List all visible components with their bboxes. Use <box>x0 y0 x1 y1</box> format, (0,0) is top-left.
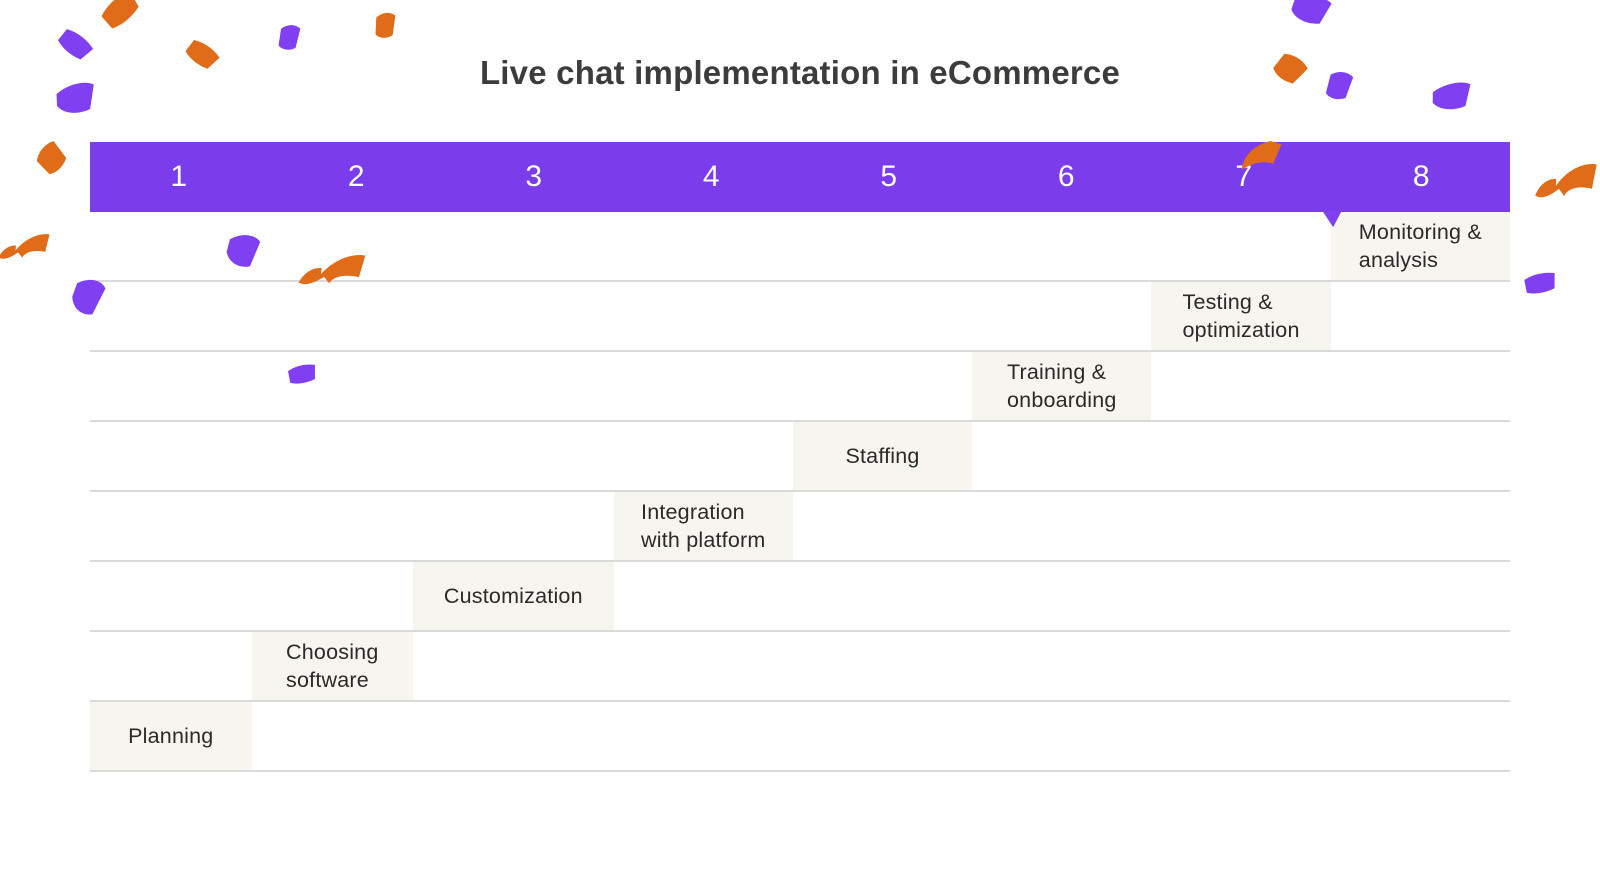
confetti-orange-rect-icon <box>375 12 396 38</box>
task-label: Monitoring & analysis <box>1359 218 1482 274</box>
task-label-line: Choosing <box>286 640 379 664</box>
axis-tick-2: 2 <box>347 160 365 193</box>
task-label-line: Training & <box>1007 360 1107 384</box>
row-gridline <box>90 280 1510 282</box>
task-label: Planning <box>128 722 213 750</box>
task-label: Integration with platform <box>641 498 765 554</box>
task-bar-planning: Planning <box>90 702 252 770</box>
axis-tick-7: 7 <box>1235 160 1253 193</box>
task-label: Customization <box>444 582 583 610</box>
axis-tick-1: 1 <box>170 160 188 193</box>
task-label-line: Monitoring & <box>1358 220 1482 244</box>
task-label-line: Integration <box>641 500 745 524</box>
axis-tick-6: 6 <box>1057 160 1075 193</box>
task-label-line: optimization <box>1182 318 1300 342</box>
task-bar-testing-optimization: Testing & optimization <box>1151 282 1331 350</box>
row-gridline <box>90 350 1510 352</box>
confetti-purple-quad-icon <box>1291 0 1332 24</box>
task-label-line: software <box>286 668 369 692</box>
task-label: Training & onboarding <box>1007 358 1117 414</box>
task-label-line: Customization <box>443 584 583 608</box>
confetti-purple-rect-icon <box>1524 272 1555 294</box>
axis-tick-4: 4 <box>702 160 720 193</box>
confetti-orange-ribbon-icon <box>0 234 50 259</box>
task-label-line: Planning <box>128 724 214 748</box>
task-label-line: onboarding <box>1007 388 1117 412</box>
row-gridline <box>90 700 1510 702</box>
axis-tick-3: 3 <box>525 160 543 193</box>
task-bar-training-onboarding: Training & onboarding <box>972 352 1152 420</box>
task-bar-integration-with-platform: Integration with platform <box>613 492 793 560</box>
task-label-line: with platform <box>641 528 766 552</box>
axis-tick-8: 8 <box>1412 160 1430 193</box>
confetti-orange-ribbon-icon <box>1535 163 1597 198</box>
row-gridline <box>90 490 1510 492</box>
confetti-purple-rect-icon <box>278 25 301 50</box>
chart-title: Live chat implementation in eCommerce <box>479 54 1121 91</box>
row-gridline <box>90 770 1510 772</box>
task-label: Choosing software <box>286 638 378 694</box>
task-label: Testing & optimization <box>1183 288 1300 344</box>
row-gridline <box>90 420 1510 422</box>
task-label-line: analysis <box>1358 248 1439 272</box>
task-label-line: Staffing <box>845 444 920 468</box>
task-bar-staffing: Staffing <box>792 422 973 490</box>
row-gridline <box>90 560 1510 562</box>
timeline-header-bar: 1 2 3 4 5 6 7 8 <box>90 142 1510 212</box>
row-gridline <box>90 630 1510 632</box>
confetti-orange-rect-icon <box>36 141 67 175</box>
confetti-orange-rect-icon <box>101 0 139 29</box>
task-label-line: Testing & <box>1182 290 1273 314</box>
task-bar-choosing-software: Choosing software <box>251 632 414 700</box>
task-label: Staffing <box>845 442 919 470</box>
task-bar-monitoring-analysis: Monitoring & analysis <box>1330 212 1510 280</box>
task-bar-customization: Customization <box>413 562 614 630</box>
axis-tick-5: 5 <box>880 160 898 193</box>
